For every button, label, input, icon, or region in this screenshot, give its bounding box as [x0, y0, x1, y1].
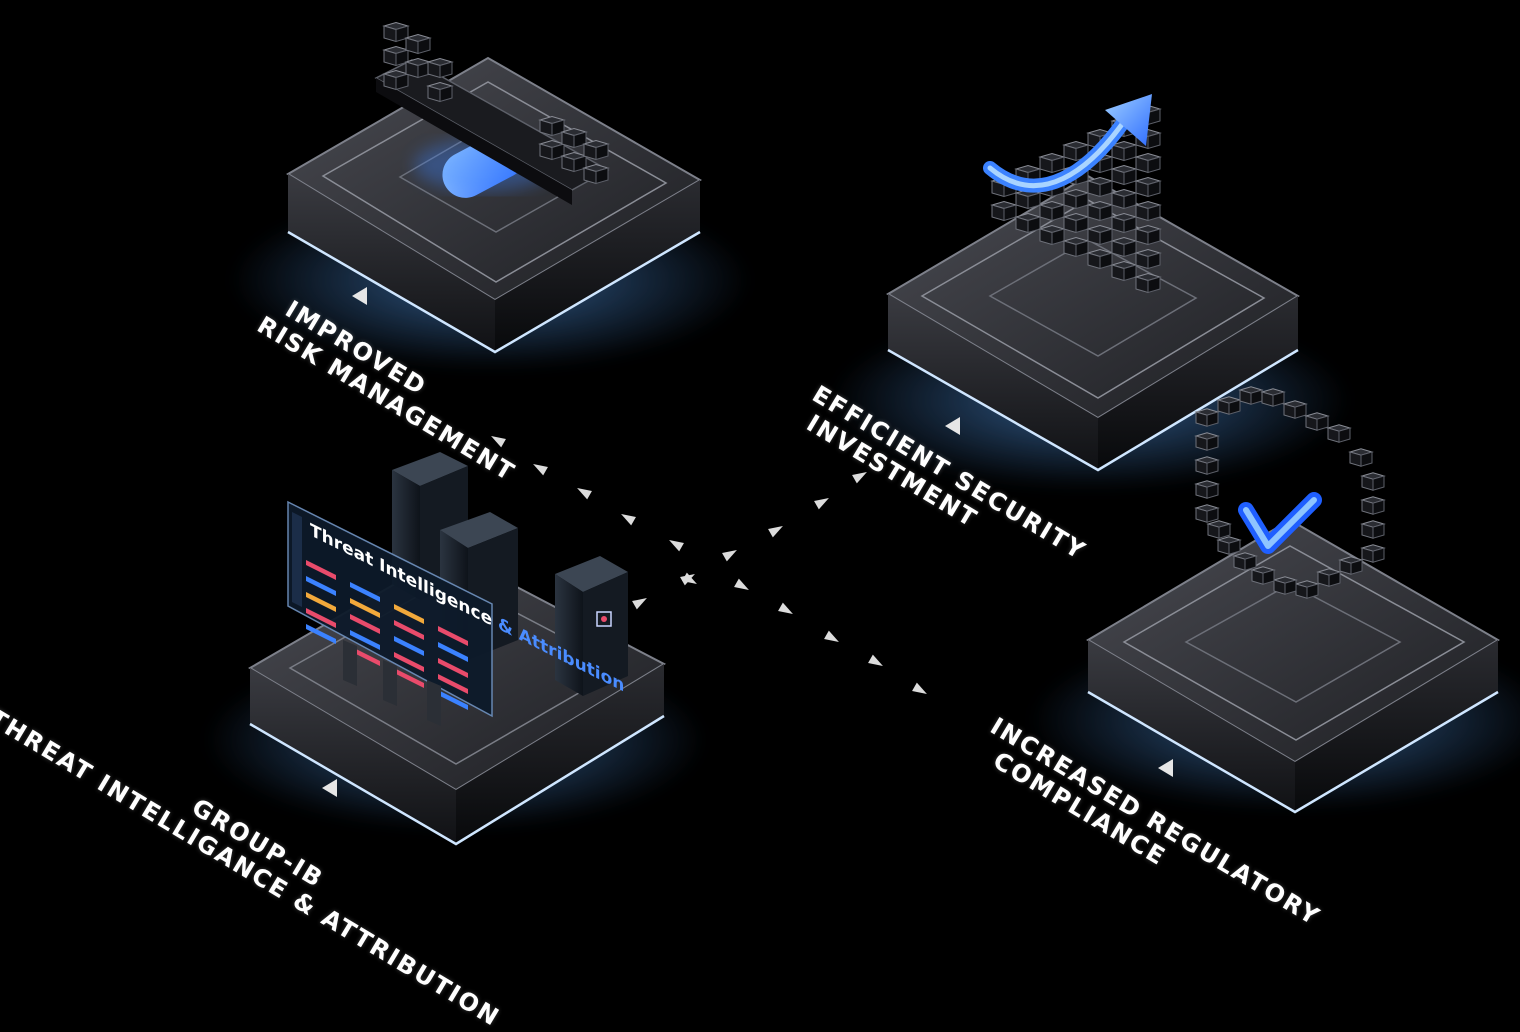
cube-right [1244, 555, 1257, 571]
screen-row [350, 614, 380, 634]
cube-right [395, 73, 409, 91]
threat-intelligence-screen [287, 500, 493, 726]
rising-arrow-icon [983, 94, 1152, 193]
connector-arrow [533, 464, 548, 476]
platform-security-investment [830, 94, 1350, 490]
server-rack [555, 556, 628, 696]
connector-arrow [722, 550, 737, 562]
connector-arrow [852, 472, 867, 484]
screen-row [438, 690, 468, 710]
cube-right [595, 167, 609, 185]
check-mark-icon [1238, 492, 1322, 554]
screen-row [306, 576, 336, 596]
screen-row [306, 560, 336, 580]
connector-arrow [912, 682, 927, 694]
screen-row [394, 620, 424, 640]
connector-arrow [824, 630, 839, 642]
cube-right [1206, 411, 1219, 427]
cube-right [1228, 399, 1241, 415]
cube-right [1206, 483, 1219, 499]
platform-group-ib [205, 452, 705, 846]
cube-right [1294, 403, 1307, 419]
cube-right [1206, 459, 1219, 475]
cube-right [1284, 579, 1297, 595]
screen-row [306, 592, 336, 612]
cube-right [1218, 523, 1231, 539]
cube-right [439, 85, 453, 103]
cube-right [1360, 451, 1373, 467]
cube-right [1147, 276, 1161, 294]
connector-arrow [734, 578, 749, 590]
cube-right [417, 37, 431, 55]
cube-right [1147, 204, 1161, 222]
screen-row [350, 598, 380, 618]
cube-right [1316, 415, 1329, 431]
cube-right [1147, 156, 1161, 174]
screen-row [438, 674, 468, 694]
cube-right [1147, 132, 1161, 150]
screen-row [438, 626, 468, 646]
chevron-arrow-icon [352, 287, 367, 305]
connector-arrow [768, 526, 783, 538]
screen-row [350, 646, 380, 666]
cube-right [1338, 427, 1351, 443]
balance-beam-icon [374, 21, 610, 205]
screen-row [438, 658, 468, 678]
screen-row [350, 630, 380, 650]
screen-row [438, 642, 468, 662]
cube-right [1147, 180, 1161, 198]
cube-right [1206, 507, 1219, 523]
cube-right [1228, 539, 1241, 555]
screen-row [394, 668, 424, 688]
chevron-arrow-icon [322, 779, 337, 797]
connector-arrow [682, 572, 697, 584]
screen-row [306, 608, 336, 628]
cube-right [1372, 499, 1385, 515]
cube-right [1262, 569, 1275, 585]
cube-right [1372, 547, 1385, 563]
connector-arrow [669, 540, 684, 552]
shield-icon [1194, 386, 1386, 599]
diagram-canvas [205, 21, 1520, 846]
cube-right [1350, 559, 1363, 575]
screen-row [350, 582, 380, 602]
connector-arrow [577, 488, 592, 500]
connector-arrows [491, 436, 927, 694]
connector-arrow [814, 498, 829, 510]
platform-regulatory-compliance [1030, 386, 1520, 814]
screen-row [394, 604, 424, 624]
chevron-arrow-icon [945, 417, 960, 435]
screen-row [306, 624, 336, 644]
connector-arrow [621, 514, 636, 526]
connector-arrow [491, 436, 506, 448]
connector-arrow [868, 654, 883, 666]
platform-risk-management [230, 21, 750, 370]
connector-arrow [778, 602, 793, 614]
cube-right [1306, 583, 1319, 599]
cube-right [1372, 475, 1385, 491]
screen-row [394, 652, 424, 672]
cube-right [439, 61, 453, 79]
chevron-arrow-icon [1158, 759, 1173, 777]
screen-row [394, 636, 424, 656]
cube-right [1328, 571, 1341, 587]
cube-right [595, 143, 609, 161]
connector-arrow [632, 598, 647, 610]
cube-right [1147, 228, 1161, 246]
cube-right [1206, 435, 1219, 451]
cube-right [1272, 391, 1285, 407]
cube-right [1147, 252, 1161, 270]
cube-right [1372, 523, 1385, 539]
